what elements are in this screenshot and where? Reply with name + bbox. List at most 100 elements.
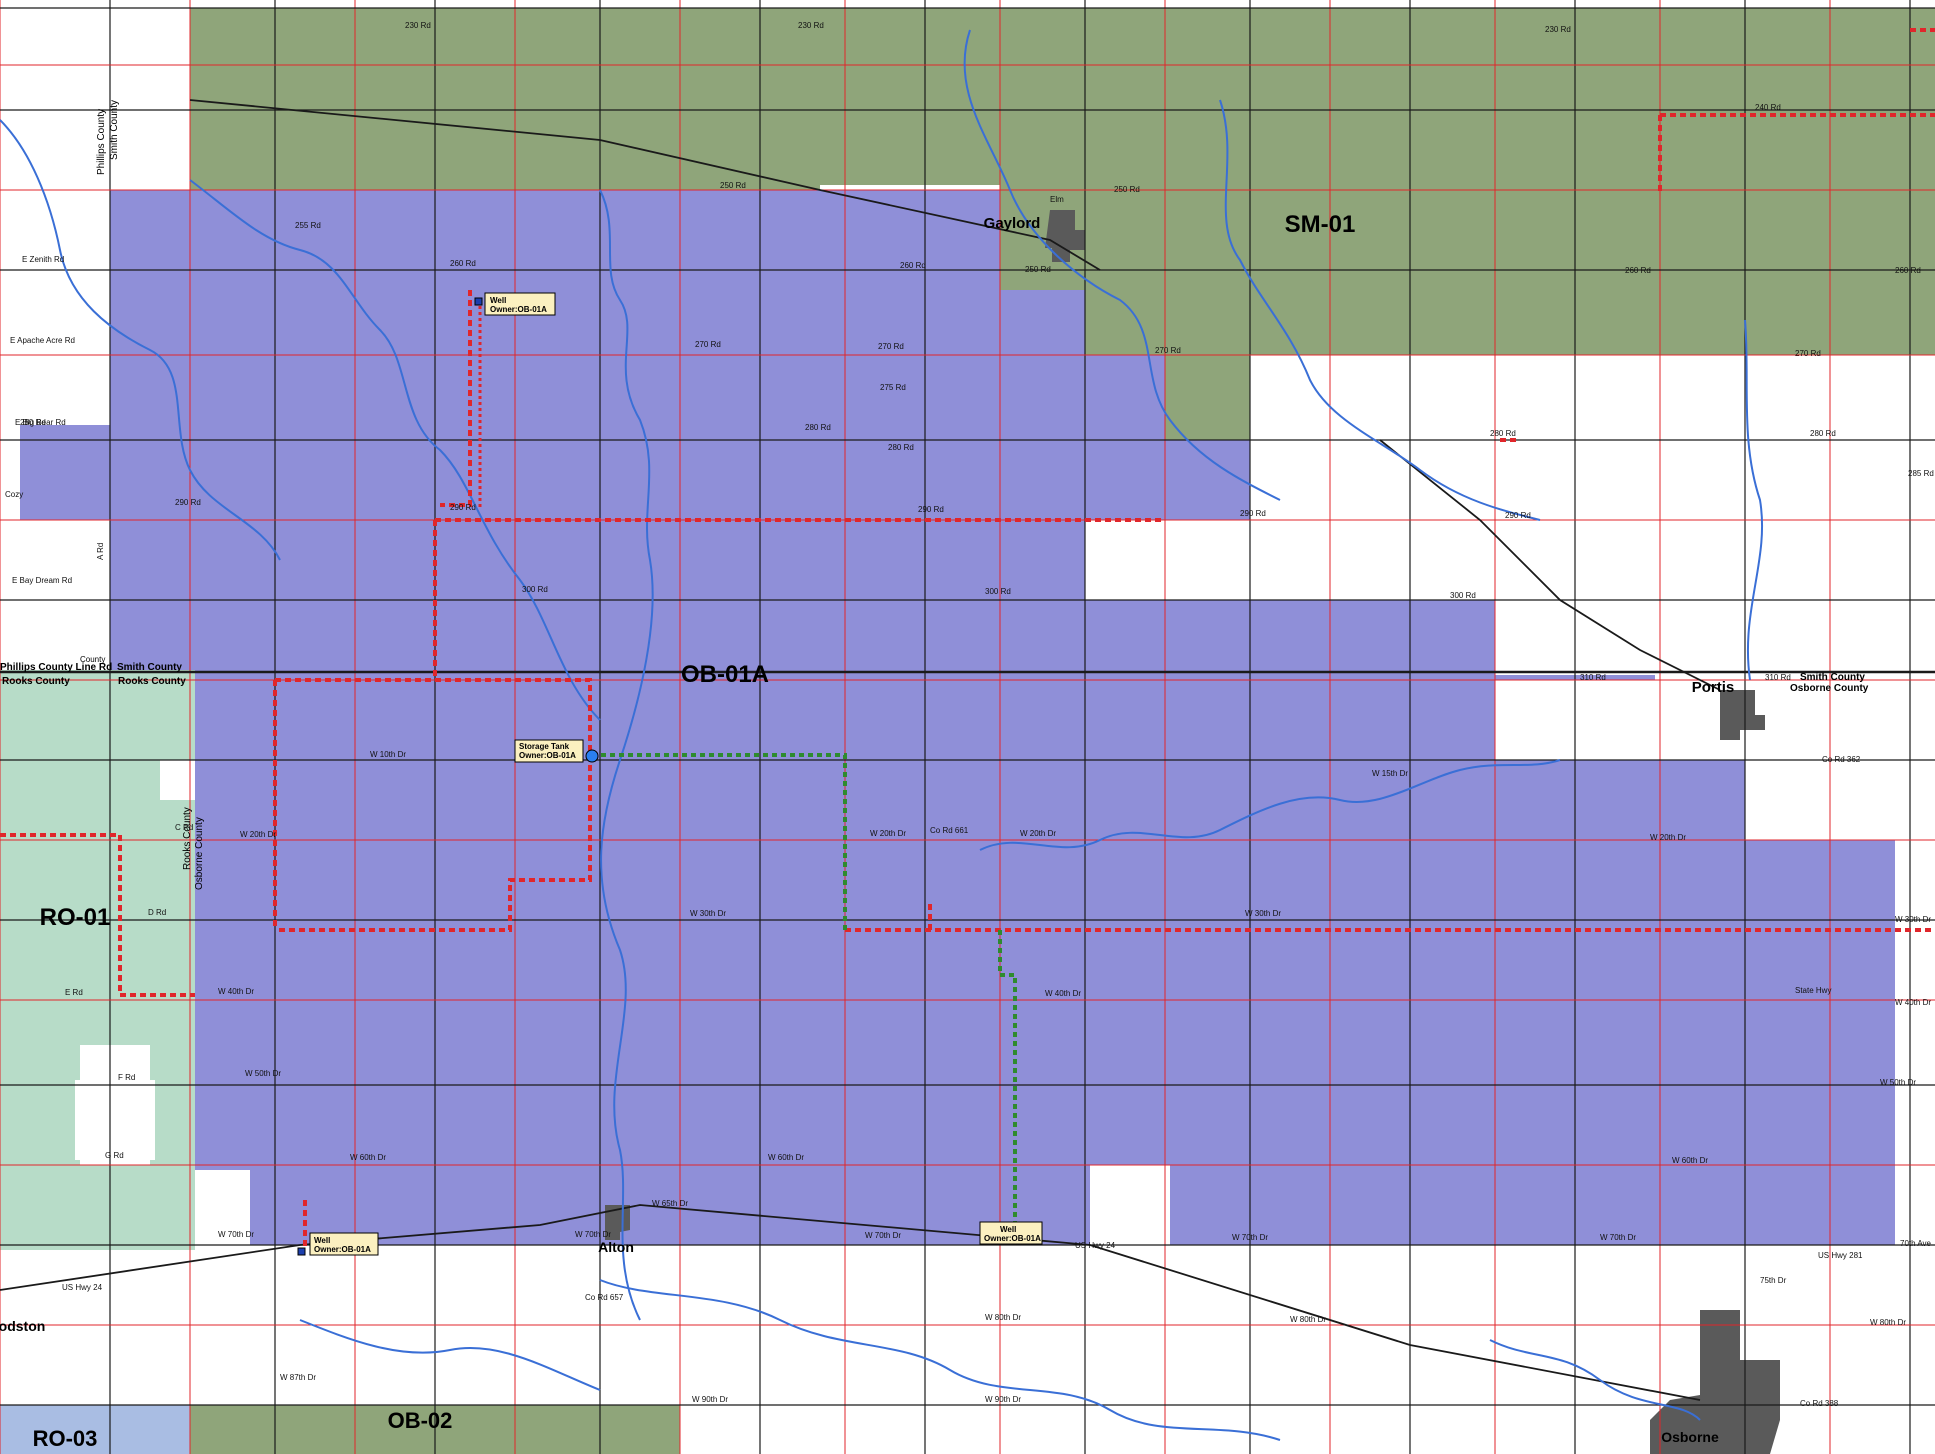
road-label: US Hwy 281 [1818,1251,1863,1260]
road-label: 280 Rd [1490,429,1516,438]
road-label: 230 Rd [798,21,824,30]
county-label-rooks: Rooks County [2,676,70,687]
town-label-osborne: Osborne [1661,1429,1719,1445]
town-area-gaylord [1045,210,1085,262]
facility-owner: Owner:OB-01A [314,1245,371,1254]
facility-owner: Owner:OB-01A [490,305,547,314]
zone-ro01-area[interactable] [0,670,195,1250]
road-label: 250 Rd [720,181,746,190]
road-label: E Rd [65,988,83,997]
county-label-phillips-vert: Phillips County [96,109,107,175]
road-label: 285 Rd [1908,469,1934,478]
road-label: 290 Rd [918,505,944,514]
zone-label-sm01[interactable]: SM-01 [1285,211,1356,238]
road-label: W 80th Dr [1870,1318,1906,1327]
facility-label-box [514,739,584,763]
road-label: W 40th Dr [1895,998,1931,1007]
road-label: 240 Rd [1755,103,1781,112]
town-label-gaylord: Gaylord [984,215,1041,232]
road-label: State Hwy [1795,986,1831,995]
facility-title: Well [314,1236,330,1245]
zone-label-ro03[interactable]: RO-03 [33,1426,98,1451]
zone-sm01-area[interactable] [190,8,1935,520]
facility-title: Well [490,296,506,305]
road-label: 70th Ave [1900,1239,1932,1248]
road-label: Co Rd 388 [1800,1399,1839,1408]
facility-well-1[interactable]: Well Owner:OB-01A [474,292,556,316]
road-label: W 60th Dr [350,1153,386,1162]
town-area-alton [605,1205,630,1240]
road-label: W 90th Dr [985,1395,1021,1404]
road-label: Cozy [5,490,23,499]
storage-tank-icon[interactable] [585,749,599,763]
road-label: W 20th Dr [1020,829,1056,838]
county-label-smith: Smith County [117,662,182,673]
facility-marker[interactable] [297,1247,306,1256]
road-label: 290 Rd [175,498,201,507]
road-label: W 80th Dr [985,1313,1021,1322]
road-label: 300 Rd [985,587,1011,596]
county-label-smith-vert: Smith County [109,100,120,160]
county-label-smith-east: Smith County [1800,672,1865,683]
road-label: 280 Rd [20,418,46,427]
highway-line [1379,439,1721,691]
highway-line [189,99,1101,271]
town-label-alton: Alton [598,1239,634,1255]
town-area-osborne [1650,1310,1780,1454]
road-label: W 70th Dr [1600,1233,1636,1242]
road-label: W 20th Dr [1650,833,1686,842]
town-area-portis [1720,690,1765,740]
zone-label-ob02[interactable]: OB-02 [388,1408,453,1433]
facility-storage-tank[interactable]: Storage Tank Owner:OB-01A [514,739,599,763]
road-label: 290 Rd [1240,509,1266,518]
zone-boundaries [0,28,1935,1250]
road-label: W 65th Dr [652,1199,688,1208]
road-label: W 20th Dr [240,830,276,839]
zone-label-ob01a[interactable]: OB-01A [681,661,769,688]
road-label: 280 Rd [805,423,831,432]
road-label: 290 Rd [450,503,476,512]
road-label: E Bay Dream Rd [12,576,72,585]
road-label: W 87th Dr [280,1373,316,1382]
river-network [0,29,1764,1441]
road-label: Elm [1050,195,1064,204]
road-label: Co Rd 661 [930,826,969,835]
zone-ob01a-area[interactable] [20,190,1895,1245]
road-label: 275 Rd [880,383,906,392]
county-label-rooks-vert: Rooks County [182,807,193,870]
facility-label-box [309,1232,379,1256]
facility-title: Storage Tank [519,742,570,751]
ro01-gap [75,1080,155,1160]
zone-ro03-area[interactable] [0,1405,190,1454]
road-label: 300 Rd [522,585,548,594]
facility-title: Well [1000,1225,1016,1234]
road-label: 270 Rd [878,342,904,351]
road-label: W 90th Dr [692,1395,728,1404]
road-label: 310 Rd [1765,673,1791,682]
ro01-gap [160,760,195,800]
road-label: W 70th Dr [575,1230,611,1239]
road-label: W 40th Dr [1045,989,1081,998]
road-label: W 40th Dr [218,987,254,996]
road-label: W 70th Dr [865,1231,901,1240]
road-label: 230 Rd [1545,25,1571,34]
county-label-osborne-east: Osborne County [1790,683,1869,694]
facility-well-3[interactable]: Well Owner:OB-01A [979,1221,1043,1245]
road-label: W 30th Dr [1895,915,1931,924]
road-label: C Rd [175,823,193,832]
road-label: Co Rd 657 [585,1293,624,1302]
facility-well-2[interactable]: Well Owner:OB-01A [297,1232,379,1256]
facility-marker[interactable] [474,297,483,306]
highway-line [0,1204,1701,1401]
road-label: E Big Bear Rd [15,418,66,427]
road-label: E Apache Acre Rd [10,336,75,345]
road-label: 255 Rd [295,221,321,230]
facility-label-box [484,292,556,316]
road-label: 230 Rd [405,21,431,30]
road-label: 270 Rd [695,340,721,349]
road-label: E Zenith Rd [22,255,64,264]
road-label: W 60th Dr [768,1153,804,1162]
town-label-portis: Portis [1692,679,1735,696]
zone-label-ro01[interactable]: RO-01 [40,904,111,931]
